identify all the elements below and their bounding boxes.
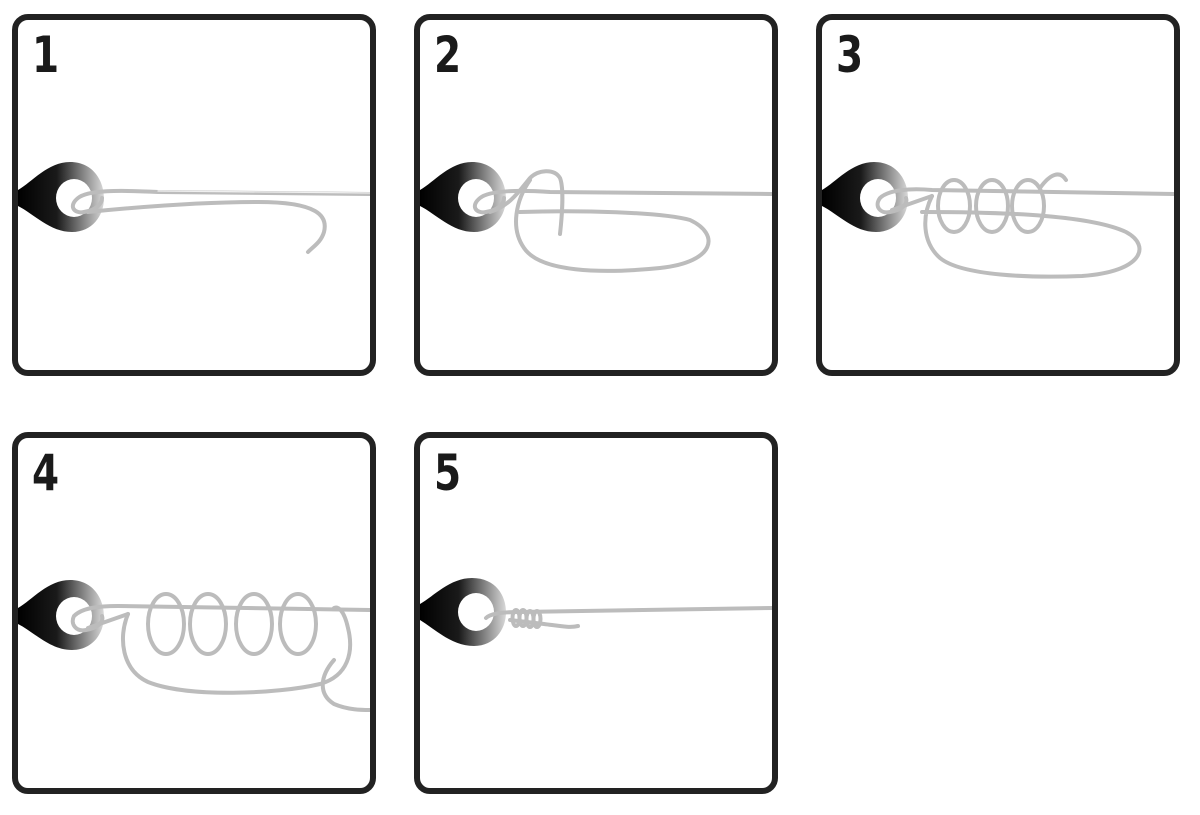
step-panel-3: 3 [816,14,1180,376]
hook-eye-icon [18,580,104,650]
step-number: 2 [434,26,461,84]
step-panel-2: 2 [414,14,778,376]
step-number: 3 [836,26,863,84]
knot-diagram-step-1 [18,162,370,254]
hook-eye-icon [822,162,908,232]
step-number: 1 [32,26,59,84]
step-panel-1: 1 [12,14,376,376]
step-panel-4: 4 [12,432,376,794]
hook-eye-icon [420,578,506,646]
hook-eye-icon [420,162,506,232]
knot-diagram-step-2 [420,162,772,273]
step-number: 4 [32,444,59,502]
hook-eye-icon [18,162,104,232]
knot-diagram-step-3 [822,162,1174,279]
step-number: 5 [434,444,461,502]
knot-diagram-step-4 [18,580,370,712]
knot-diagram-step-5 [420,578,772,646]
step-panel-5: 5 [414,432,778,794]
